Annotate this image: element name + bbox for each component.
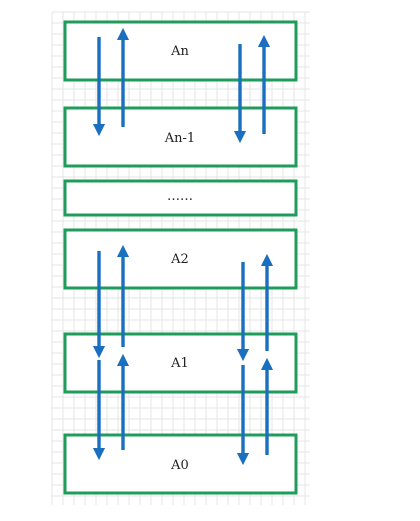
layer-box-a2 [63, 228, 298, 290]
layer-box-a0 [63, 433, 298, 495]
layer-label-ellipsis: …… [167, 189, 193, 204]
layer-box-an [63, 20, 298, 82]
layer-label-a1: A1 [170, 356, 189, 371]
arrows-an-to-an-1 [92, 27, 271, 144]
layer-box-ellipsis [63, 179, 298, 217]
layer-box-an-1 [63, 106, 298, 168]
layer-a1: A1 [63, 332, 298, 394]
layer-an-1: An-1 [63, 106, 298, 168]
layer-label-a2: A2 [170, 252, 189, 267]
arrows-a1-to-a0 [92, 353, 274, 466]
layer-an: An [63, 20, 298, 82]
layer-label-an: An [170, 44, 189, 59]
layer-label-an-1: An-1 [164, 131, 195, 146]
arrows-a2-to-a1 [92, 244, 274, 362]
layer-box-a1 [63, 332, 298, 394]
layer-a2: A2 [63, 228, 298, 290]
layer-label-a0: A0 [170, 458, 189, 473]
layer-ellipsis: …… [63, 179, 298, 217]
layer-a0: A0 [63, 433, 298, 495]
